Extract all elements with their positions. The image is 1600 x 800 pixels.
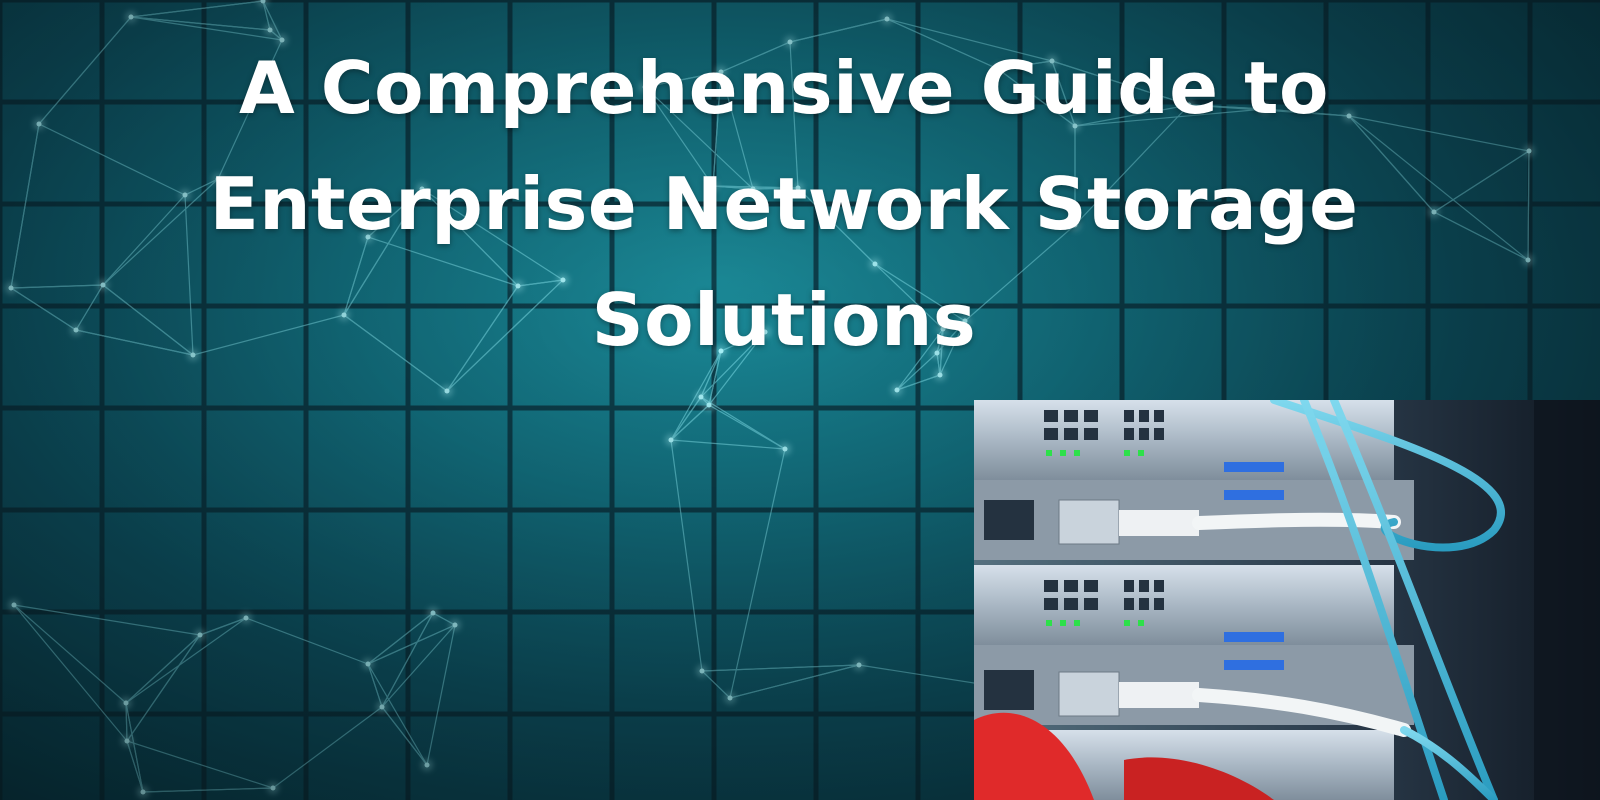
title-line-1: A Comprehensive Guide to	[238, 46, 1330, 130]
title-line-2: Enterprise Network Storage	[209, 162, 1359, 246]
server-rack-photo	[974, 400, 1600, 800]
title-line-3: Solutions	[591, 278, 977, 362]
page-title: A Comprehensive Guide to Enterprise Netw…	[0, 30, 1568, 378]
